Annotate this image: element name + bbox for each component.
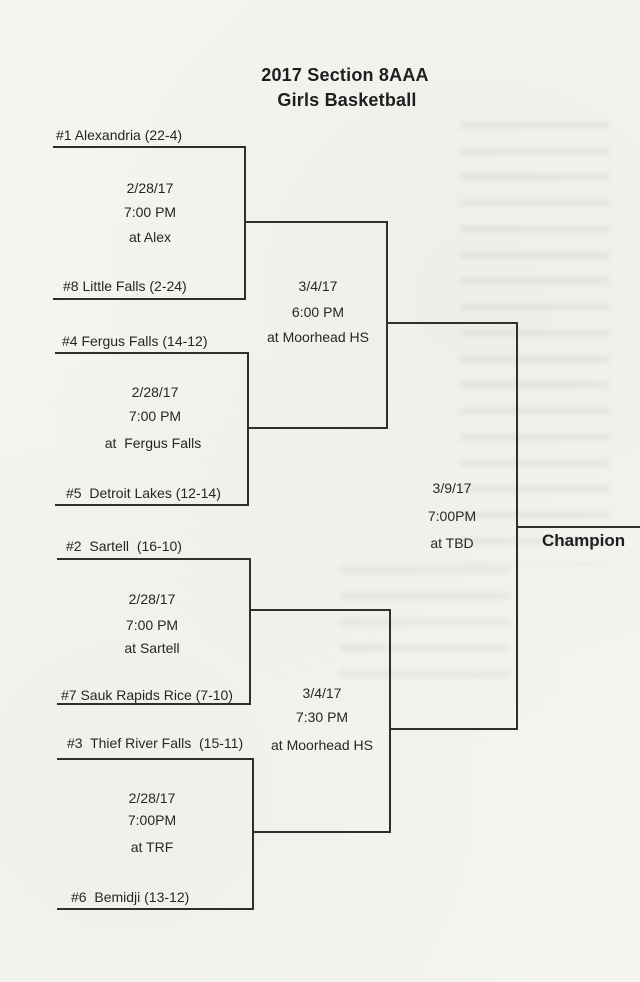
qf2-date: 2/28/17 — [131, 384, 179, 400]
team-label-detroit-lakes: #5 Detroit Lakes (12-14) — [66, 485, 221, 501]
qf4-date: 2/28/17 — [128, 790, 176, 806]
sf2-location: at Moorhead HS — [271, 737, 373, 753]
bleed-through-artifact — [460, 115, 610, 565]
qf1-bottom-line — [53, 298, 246, 300]
sf1-bottom-line — [247, 427, 388, 429]
qf3-vertical-line — [249, 558, 251, 705]
qf1-top-line — [53, 146, 246, 148]
sf1-time: 6:00 PM — [291, 304, 345, 320]
team-label-bemidji: #6 Bemidji (13-12) — [71, 889, 190, 905]
qf2-location: at Fergus Falls — [104, 435, 202, 451]
qf1-date: 2/28/17 — [126, 180, 174, 196]
team-label-alexandria: #1 Alexandria (22-4) — [56, 127, 183, 143]
sf1-date: 3/4/17 — [298, 278, 338, 294]
qf2-top-line — [55, 352, 249, 354]
champion-label: Champion — [542, 531, 626, 550]
champion-line — [516, 526, 640, 528]
sf1-vertical-line — [386, 221, 388, 429]
qf1-vertical-line — [244, 146, 246, 300]
sf2-top-line — [249, 609, 391, 611]
sf2-time: 7:30 PM — [295, 709, 349, 725]
team-label-sauk-rapids-rice: #7 Sauk Rapids Rice (7-10) — [61, 687, 233, 703]
qf4-time: 7:00PM — [127, 812, 177, 828]
sf2-date: 3/4/17 — [302, 685, 342, 701]
team-label-thief-river-falls: #3 Thief River Falls (15-11) — [67, 735, 244, 751]
qf3-time: 7:00 PM — [125, 617, 179, 633]
qf4-bottom-line — [57, 908, 254, 910]
page-title-line1: 2017 Section 8AAA — [261, 65, 429, 85]
qf3-date: 2/28/17 — [128, 591, 176, 607]
final-location: at TBD — [430, 535, 474, 551]
page-title-line2: Girls Basketball — [277, 90, 417, 110]
sf2-bottom-line — [252, 831, 391, 833]
qf4-vertical-line — [252, 758, 254, 910]
qf2-time: 7:00 PM — [128, 408, 182, 424]
team-label-fergus-falls: #4 Fergus Falls (14-12) — [62, 333, 208, 349]
qf3-location: at Sartell — [124, 640, 180, 656]
qf1-time: 7:00 PM — [123, 204, 177, 220]
qf3-bottom-line — [57, 703, 250, 705]
qf2-vertical-line — [247, 352, 249, 506]
bleed-through-artifact — [340, 560, 510, 690]
sf1-winner-line — [386, 322, 518, 324]
sf2-vertical-line — [389, 609, 391, 833]
final-date: 3/9/17 — [432, 480, 472, 496]
sf2-winner-line — [389, 728, 518, 730]
final-time: 7:00PM — [427, 508, 477, 524]
team-label-little-falls: #8 Little Falls (2-24) — [63, 278, 187, 294]
team-label-sartell: #2 Sartell (16-10) — [66, 538, 182, 554]
qf2-bottom-line — [55, 504, 249, 506]
qf1-location: at Alex — [128, 229, 172, 245]
sf1-location: at Moorhead HS — [267, 329, 369, 345]
qf3-top-line — [57, 558, 250, 560]
qf4-top-line — [57, 758, 254, 760]
qf4-location: at TRF — [130, 839, 174, 855]
sf1-top-line — [244, 221, 388, 223]
